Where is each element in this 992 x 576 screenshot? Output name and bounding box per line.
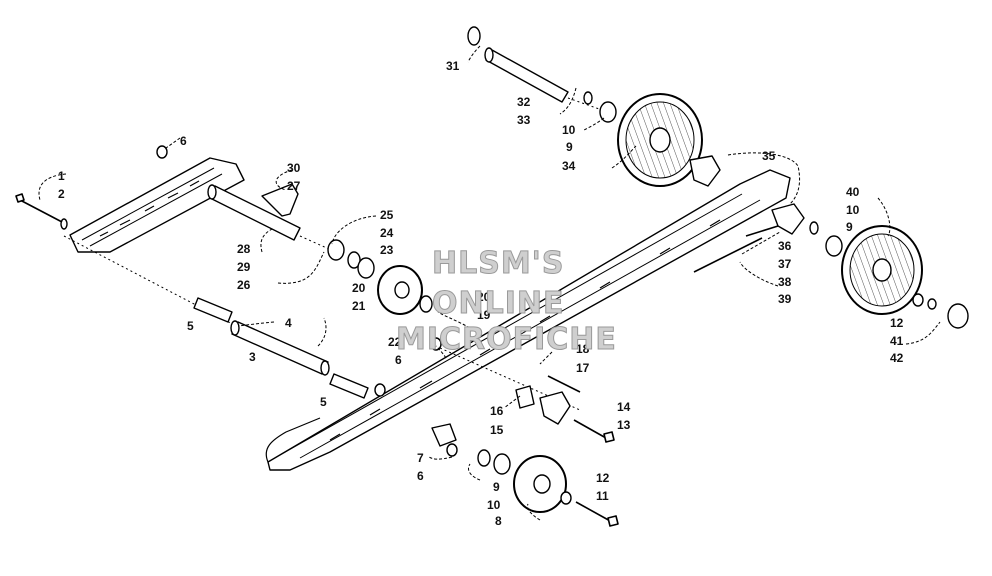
callout-16: 16 (490, 404, 504, 418)
callout-1: 1 (58, 169, 65, 183)
axle-mount (431, 423, 457, 447)
callout-11: 11 (596, 489, 609, 503)
callout-38: 38 (778, 275, 792, 289)
pivot-arm (261, 183, 299, 217)
callout-29: 29 (237, 260, 251, 274)
axle-bracket-top (689, 155, 721, 187)
right-slide-rail (265, 169, 791, 471)
callout-23: 23 (380, 243, 394, 257)
callout-42: 42 (890, 351, 904, 365)
callout-24: 24 (380, 226, 394, 240)
callout-5: 5 (187, 319, 194, 333)
callout-9: 9 (566, 140, 573, 154)
callout-32: 32 (517, 95, 531, 109)
callout-30: 30 (287, 161, 301, 175)
callout-22: 22 (388, 335, 402, 349)
callout-17: 17 (576, 361, 590, 375)
callout-7: 7 (417, 451, 424, 465)
spacer-block (515, 385, 535, 409)
axle-bracket-right (771, 203, 805, 235)
callout-20: 20 (352, 281, 366, 295)
callout-26: 26 (237, 278, 251, 292)
callout-37: 37 (778, 257, 792, 271)
bearings-and-washers (60, 26, 969, 505)
bolts (15, 193, 779, 527)
upper-rear-shaft (207, 184, 301, 241)
callout-5: 5 (320, 395, 327, 409)
callout-25: 25 (380, 208, 394, 222)
callout-34: 34 (562, 159, 576, 173)
mount-bracket (539, 391, 571, 425)
callout-8: 8 (495, 514, 502, 528)
callout-2: 2 (58, 187, 65, 201)
callout-9: 9 (493, 480, 500, 494)
idler-wheel-bottom (513, 455, 567, 513)
idler-wheel-middle (377, 265, 423, 315)
callout-9: 9 (846, 220, 853, 234)
callout-12: 12 (596, 471, 610, 485)
callout-10: 10 (487, 498, 501, 512)
callout-19: 19 (477, 308, 491, 322)
callout-14: 14 (617, 400, 631, 414)
callout-4: 4 (285, 316, 292, 330)
leader-lines (38, 45, 941, 521)
front-shaft (484, 47, 603, 111)
callout-3: 3 (249, 350, 256, 364)
callout-10: 10 (846, 203, 860, 217)
left-slide-rail (63, 157, 329, 375)
callout-21: 21 (352, 299, 366, 313)
callout-12: 12 (890, 316, 904, 330)
callout-35: 35 (762, 149, 776, 163)
callout-15: 15 (490, 423, 504, 437)
callout-27: 27 (287, 179, 301, 193)
callout-39: 39 (778, 292, 792, 306)
spacer-tubes (193, 297, 369, 399)
callout-18: 18 (576, 342, 590, 356)
callout-28: 28 (237, 242, 251, 256)
idler-wheel-top (617, 93, 703, 187)
callout-33: 33 (517, 113, 531, 127)
callout-13: 13 (617, 418, 631, 432)
idler-wheel-right (841, 225, 923, 315)
callout-6: 6 (395, 353, 402, 367)
callout-20: 20 (477, 290, 491, 304)
callout-40: 40 (846, 185, 860, 199)
callout-41: 41 (890, 334, 904, 348)
callout-6: 6 (180, 134, 187, 148)
rear-cross-shaft (230, 320, 330, 376)
callout-labels: 1 2 6 30 27 28 29 26 25 24 23 20 21 5 4 … (58, 59, 904, 528)
callout-10: 10 (562, 123, 576, 137)
callout-31: 31 (446, 59, 460, 73)
callout-6: 6 (417, 469, 424, 483)
callout-36: 36 (778, 239, 792, 253)
